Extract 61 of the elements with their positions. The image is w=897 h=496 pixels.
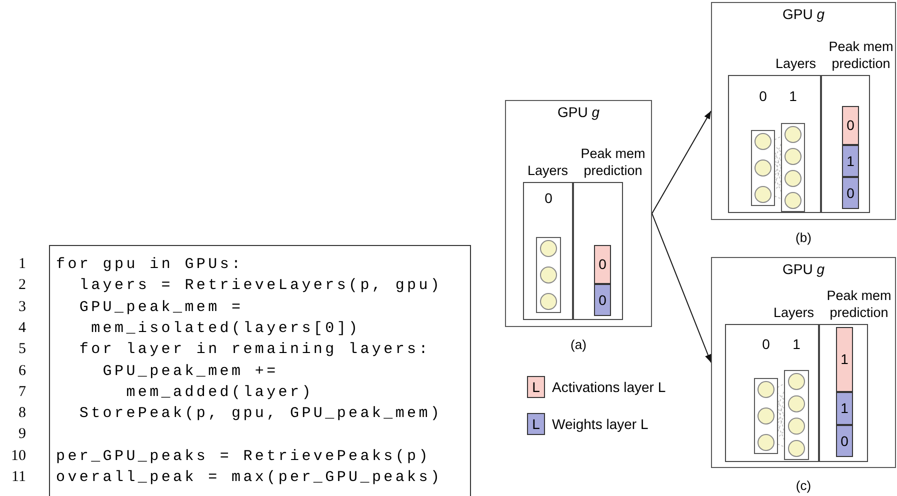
segment-value: 0 (598, 290, 606, 310)
code-line: GPU_peak_mem = (79, 298, 244, 317)
line-number: 5 (18, 340, 26, 358)
memory-bar-segment (842, 177, 859, 209)
memory-bar-segment (594, 245, 611, 284)
line-number: 4 (18, 318, 26, 337)
line-number: 6 (18, 362, 26, 380)
memory-bar-segment (842, 106, 859, 145)
gpu-title: GPU g (557, 103, 600, 121)
memory-bar-segment (836, 425, 853, 457)
arrow (652, 110, 712, 214)
code-listing-box (49, 245, 471, 496)
line-number: 11 (10, 468, 26, 486)
segment-value: 1 (846, 152, 854, 170)
line-number: 3 (18, 298, 26, 316)
layer-index: 1 (789, 88, 797, 104)
code-line: for gpu in GPUs: (56, 256, 244, 274)
memory-bar-segment (836, 327, 853, 392)
column-header: Layers (775, 55, 816, 72)
column-header: Peak mem prediction (580, 145, 646, 179)
segment-value: 0 (598, 255, 606, 274)
line-number: 8 (18, 404, 26, 422)
code-line: GPU_peak_mem += (102, 362, 278, 380)
swatch-letter: L (532, 414, 540, 434)
layer-index: 1 (792, 336, 800, 352)
code-line: for layer in remaining layers: (79, 341, 430, 360)
line-number: 10 (10, 446, 26, 465)
segment-value: 0 (840, 432, 848, 450)
layer-index: 0 (759, 88, 767, 104)
line-number: 2 (18, 276, 26, 294)
segment-value: 1 (840, 399, 848, 418)
code-line: overall_peak = max(per_GPU_peaks) (56, 469, 442, 487)
legend-text: Weights layer L (552, 415, 648, 433)
column-header: Peak mem prediction (826, 287, 892, 321)
column-header: Layers (773, 304, 814, 321)
segment-value: 0 (846, 184, 854, 202)
layer-index: 0 (762, 336, 770, 352)
legend-text: Activations layer L (552, 378, 666, 396)
layer-index: 0 (544, 190, 552, 206)
segment-value: 0 (846, 116, 854, 135)
panel-caption: (a) (570, 337, 586, 353)
line-number: 9 (18, 425, 26, 444)
gpu-title: GPU g (782, 260, 825, 278)
swatch-letter: L (532, 378, 540, 396)
panel-caption: (c) (796, 478, 812, 494)
code-line: per_GPU_peaks = RetrievePeaks(p) (56, 448, 430, 466)
gpu-title: GPU g (782, 5, 825, 23)
memory-bar-segment (842, 145, 859, 177)
memory-bar-segment (836, 392, 853, 425)
line-number: 7 (18, 382, 26, 401)
column-header: Peak mem prediction (828, 38, 894, 72)
line-number: 1 (18, 255, 26, 273)
code-line: layers = RetrieveLayers(p, gpu) (79, 277, 442, 296)
code-line: StorePeak(p, gpu, GPU_peak_mem) (79, 405, 442, 424)
panel-caption: (b) (796, 230, 812, 246)
arrow (652, 213, 712, 363)
memory-bar-segment (594, 284, 611, 316)
code-line: mem_isolated(layers[0]) (91, 320, 360, 338)
column-header: Layers (527, 162, 568, 179)
code-line: mem_added(layer) (126, 384, 314, 402)
segment-value: 1 (840, 350, 848, 369)
